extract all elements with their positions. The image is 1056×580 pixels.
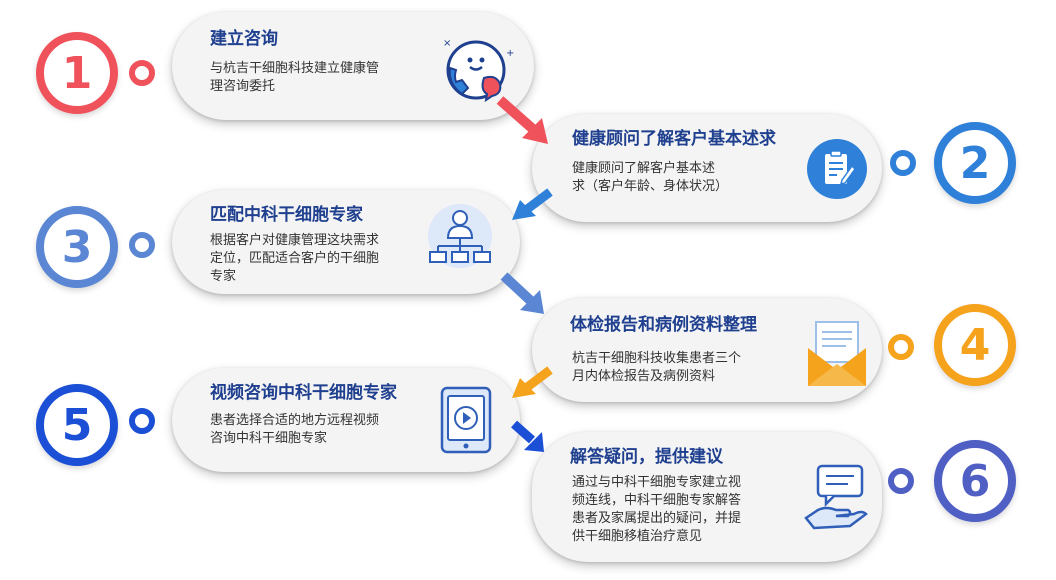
video-tablet-icon (440, 386, 492, 454)
connector-ring-2 (890, 150, 916, 176)
step-title-1: 建立咨询 (210, 29, 278, 49)
step-desc-3: 根据客户对健康管理这块需求 定位，匹配适合客户的干细胞 专家 (210, 233, 380, 284)
step-number-badge-5: 5 (36, 384, 118, 466)
step-desc-1: 与杭吉干细胞科技建立健康管 理咨询委托 (210, 61, 380, 94)
connector-ring-3 (129, 232, 155, 258)
connector-ring-6 (888, 468, 914, 494)
arrow-step5-to-step6 (511, 420, 544, 452)
step-desc-4: 杭吉干细胞科技收集患者三个 月内体检报告及病例资料 (572, 351, 742, 384)
step-title-3: 匹配中科干细胞专家 (210, 205, 363, 225)
envelope-document-icon (808, 321, 866, 386)
step-title-6: 解答疑问，提供建议 (570, 447, 723, 467)
arrow-step4-to-step5 (512, 366, 553, 398)
svg-text:+: + (506, 48, 514, 59)
step-number-badge-3: 3 (36, 206, 118, 288)
svg-text:×: × (443, 38, 451, 49)
step-desc-2: 健康顾问了解客户基本述 求（客户年龄、身体状况） (572, 161, 729, 194)
connector-ring-5 (129, 408, 155, 434)
step-number-badge-4: 4 (934, 304, 1016, 386)
step-title-2: 健康顾问了解客户基本述求 (572, 129, 776, 149)
step-desc-6: 通过与中科干细胞专家建立视 频连线，中科干细胞专家解答 患者及家属提出的疑问，并… (572, 475, 742, 544)
step-desc-5: 患者选择合适的地方远程视频 咨询中科干细胞专家 (210, 413, 380, 446)
step-number-badge-2: 2 (934, 122, 1016, 204)
step-number-badge-6: 6 (934, 440, 1016, 522)
arrow-step1-to-step2 (496, 96, 548, 144)
arrow-step3-to-step4 (500, 272, 544, 314)
step-title-4: 体检报告和病例资料整理 (570, 315, 757, 335)
step-number-badge-1: 1 (36, 32, 118, 114)
hand-message-icon (804, 464, 868, 530)
step-title-5: 视频咨询中科干细胞专家 (210, 383, 397, 403)
connector-ring-1 (129, 60, 155, 86)
phone-chat-icon: × + (443, 38, 514, 102)
arrow-step2-to-step3 (512, 188, 553, 220)
connector-ring-4 (888, 334, 914, 360)
org-expert-icon (428, 204, 492, 268)
clipboard-edit-icon (807, 139, 867, 199)
